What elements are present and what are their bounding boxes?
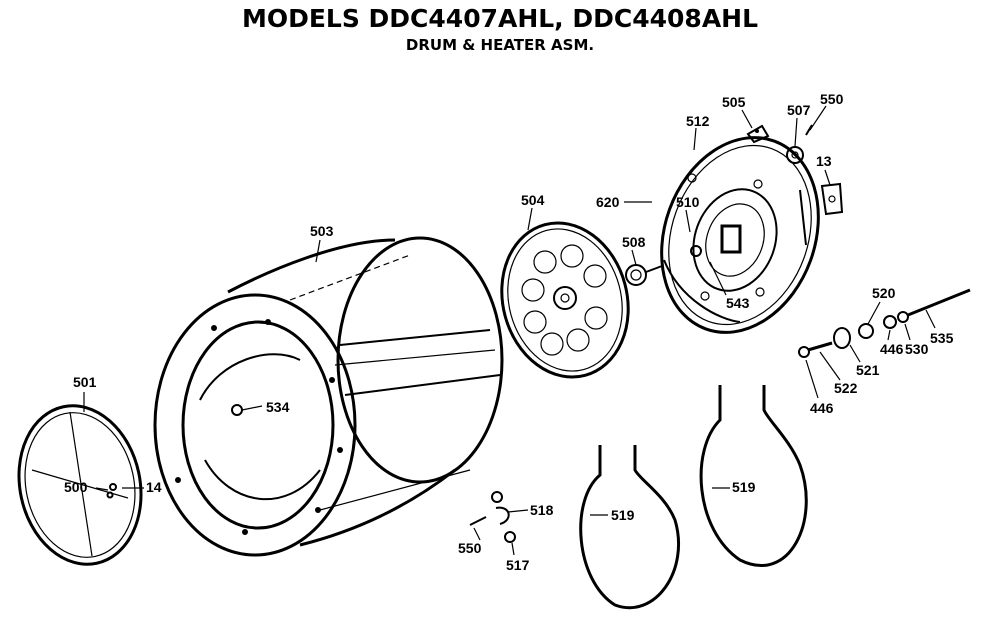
callout-501: 501 bbox=[73, 374, 97, 390]
small-parts-top-right bbox=[746, 124, 844, 216]
callout-519-right: 519 bbox=[732, 479, 756, 495]
rear-drum-panel-part-504 bbox=[500, 221, 630, 379]
callout-517: 517 bbox=[506, 557, 530, 573]
callout-446-bottom: 446 bbox=[810, 400, 834, 416]
callout-503: 503 bbox=[310, 223, 334, 239]
callout-522: 522 bbox=[834, 380, 858, 396]
callout-505: 505 bbox=[722, 94, 746, 110]
callout-521: 521 bbox=[856, 362, 880, 378]
bearing-part-508 bbox=[625, 264, 663, 286]
callout-500: 500 bbox=[64, 479, 88, 495]
drum-part-503 bbox=[153, 236, 504, 557]
callout-534: 534 bbox=[266, 399, 290, 415]
clip-parts-bottom bbox=[469, 491, 516, 543]
callout-507: 507 bbox=[787, 102, 811, 118]
shaft-hardware-group bbox=[798, 288, 971, 358]
callout-512: 512 bbox=[686, 113, 710, 129]
callout-535: 535 bbox=[930, 330, 954, 346]
callout-550-top: 550 bbox=[820, 91, 844, 107]
callout-520: 520 bbox=[872, 285, 896, 301]
leader-lines bbox=[83, 105, 936, 556]
front-seal-ring-part-501 bbox=[17, 404, 143, 566]
callout-508: 508 bbox=[622, 234, 646, 250]
callout-530: 530 bbox=[905, 341, 929, 357]
callout-620: 620 bbox=[596, 194, 620, 210]
callout-13: 13 bbox=[816, 153, 832, 169]
diagram-subtitle: DRUM & HEATER ASM. bbox=[405, 36, 595, 54]
heater-coil-part-519-right bbox=[699, 385, 808, 567]
rear-bulkhead-part-512 bbox=[660, 136, 820, 334]
callout-519-left: 519 bbox=[611, 507, 635, 523]
callout-14: 14 bbox=[146, 479, 162, 495]
callout-518: 518 bbox=[530, 502, 554, 518]
heater-coil-part-519-left bbox=[579, 445, 681, 610]
callout-504: 504 bbox=[521, 192, 545, 208]
callout-550-bottom: 550 bbox=[458, 540, 482, 556]
callout-510: 510 bbox=[676, 194, 700, 210]
diagram-title: MODELS DDC4407AHL, DDC4408AHL bbox=[241, 4, 759, 33]
callout-labels: 501 500 14 503 534 504 508 620 510 512 5… bbox=[64, 91, 954, 573]
callout-446-top: 446 bbox=[880, 341, 904, 357]
callout-543: 543 bbox=[726, 295, 750, 311]
